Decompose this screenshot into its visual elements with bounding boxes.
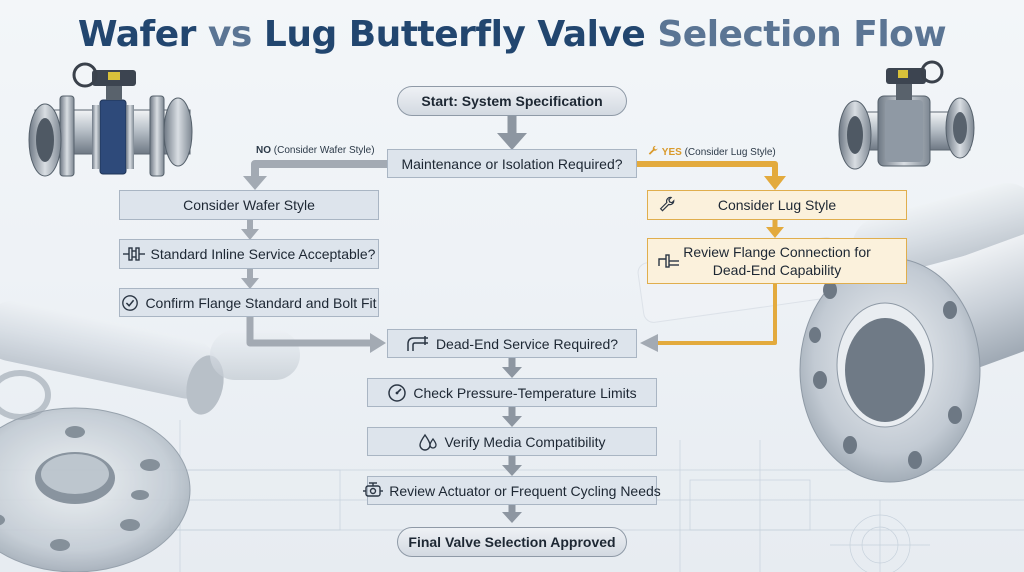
start-label: Start: System Specification bbox=[421, 93, 603, 109]
lug-label: Consider Lug Style bbox=[717, 197, 837, 213]
arrowhead-deadend-left bbox=[370, 333, 386, 353]
yes-label: YES bbox=[661, 147, 682, 158]
actuator-node[interactable]: Review Actuator or Frequent Cycling Need… bbox=[363, 476, 661, 505]
flange-fit-label: Confirm Flange Standard and Bolt Fit bbox=[145, 294, 377, 311]
final-label: Final Valve Selection Approved bbox=[408, 534, 616, 550]
wrench-icon bbox=[647, 145, 659, 160]
connector-review-deadend bbox=[656, 283, 777, 345]
media-node[interactable]: Verify Media Compatibility bbox=[367, 427, 657, 456]
inline-service-label: Standard Inline Service Acceptable? bbox=[150, 246, 376, 262]
arrowhead-deadend-right bbox=[640, 334, 658, 352]
final-node[interactable]: Final Valve Selection Approved bbox=[397, 527, 627, 557]
lug-node[interactable]: Consider Lug Style bbox=[647, 190, 907, 220]
no-note: (Consider Wafer Style) bbox=[273, 145, 375, 156]
no-branch-label: NO (Consider Wafer Style) bbox=[256, 145, 375, 156]
title-part-wafer: Wafer bbox=[77, 14, 197, 55]
no-label: NO bbox=[256, 145, 271, 156]
pipe-flange-icon bbox=[658, 252, 680, 270]
elbow-pipe-icon bbox=[406, 335, 430, 353]
connector-flangefit-deadend bbox=[246, 316, 372, 347]
droplets-icon bbox=[418, 432, 438, 452]
title-part-vs: vs bbox=[207, 14, 252, 55]
wafer-node[interactable]: Consider Wafer Style bbox=[119, 190, 379, 220]
actuator-icon bbox=[363, 481, 384, 500]
arrowhead-lug bbox=[764, 176, 786, 190]
flange-fit-node[interactable]: Confirm Flange Standard and Bolt Fit bbox=[119, 288, 379, 317]
decision-label: Maintenance or Isolation Required? bbox=[401, 155, 623, 172]
connector-no-branch bbox=[251, 160, 388, 178]
title-part-lug: Lug Butterfly Valve bbox=[263, 14, 646, 55]
check-circle-icon bbox=[121, 294, 139, 312]
decision-node[interactable]: Maintenance or Isolation Required? bbox=[387, 149, 637, 178]
pressure-node[interactable]: Check Pressure-Temperature Limits bbox=[367, 378, 657, 407]
yes-note: (Consider Lug Style) bbox=[684, 147, 776, 158]
dead-end-node[interactable]: Dead-End Service Required? bbox=[387, 329, 637, 358]
inline-valve-icon bbox=[122, 246, 145, 262]
inline-service-node[interactable]: Standard Inline Service Acceptable? bbox=[119, 239, 379, 269]
start-node[interactable]: Start: System Specification bbox=[397, 86, 627, 116]
media-label: Verify Media Compatibility bbox=[444, 433, 606, 450]
gauge-icon bbox=[387, 383, 407, 403]
actuator-label: Review Actuator or Frequent Cycling Need… bbox=[389, 482, 661, 499]
review-flange-label-line2: Dead-End Capability bbox=[712, 262, 842, 278]
title-part-selection: Selection Flow bbox=[657, 14, 947, 55]
arrowhead-decision bbox=[497, 133, 527, 150]
review-flange-node[interactable]: Review Flange Connection for Dead-End Ca… bbox=[647, 238, 907, 284]
yes-branch-label: YES (Consider Lug Style) bbox=[647, 145, 776, 160]
arrowhead-wafer bbox=[243, 176, 267, 190]
wrench-icon bbox=[658, 196, 676, 214]
connector-yes-branch bbox=[636, 161, 778, 178]
wafer-label: Consider Wafer Style bbox=[183, 197, 315, 213]
page-title: Wafer vs Lug Butterfly Valve Selection F… bbox=[0, 14, 1024, 55]
pressure-label: Check Pressure-Temperature Limits bbox=[413, 384, 637, 401]
review-flange-label-line1: Review Flange Connection for bbox=[683, 244, 871, 260]
dead-end-label: Dead-End Service Required? bbox=[435, 335, 619, 352]
